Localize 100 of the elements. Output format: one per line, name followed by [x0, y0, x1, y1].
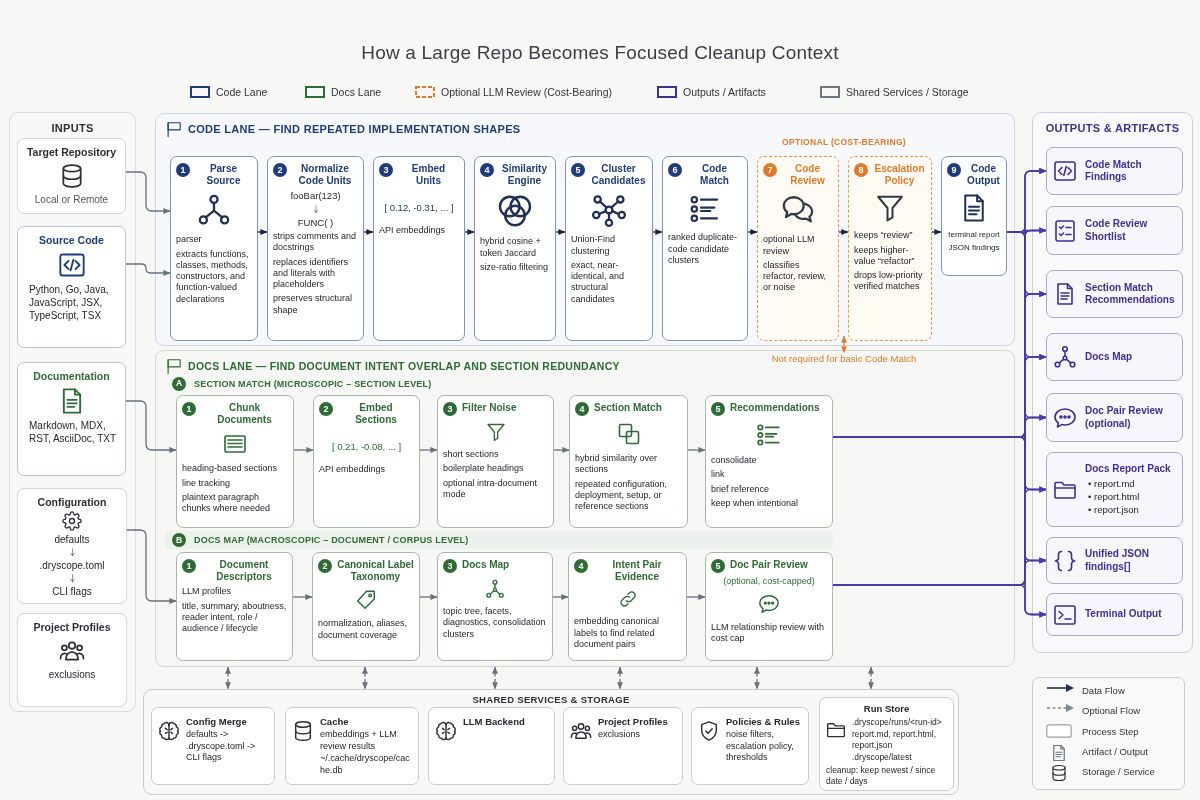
step-description: parser: [176, 234, 202, 246]
step-description: normalization, aliases, document coverage: [318, 618, 409, 641]
step-description: size-ratio filtering: [480, 261, 549, 274]
panel-heading: SHARED SERVICES & STORAGE: [472, 694, 630, 706]
inputs-panel: [9, 112, 136, 712]
input-title: Source Code: [39, 234, 104, 248]
step-title: Docs Map: [462, 559, 510, 572]
step-description: exact, near-identical, and structural candidates: [571, 259, 626, 305]
code-example: fooBar(123): [290, 190, 341, 202]
step-description: classifies refactor, review, or noise: [763, 259, 828, 294]
process-step-card: [474, 156, 556, 341]
step-description: short sections: [443, 449, 499, 461]
process-step-card: [565, 156, 653, 341]
step-description: optional LLM review: [763, 234, 816, 257]
step-title: Embed Units: [410, 163, 447, 188]
step-number: 5: [711, 559, 725, 573]
shared-services-panel: [143, 689, 959, 795]
step-description: hybrid cosine + token Jaccard: [480, 236, 542, 259]
output-card: [1046, 593, 1183, 636]
lane-heading: DOCS LANE — FIND DOCUMENT INTENT OVERLAP AND SECTION REDUNDANCY: [188, 360, 620, 373]
legend-label: Shared Services / Storage: [846, 86, 969, 98]
arrow: [747, 229, 758, 235]
arrow: [363, 229, 374, 235]
dashed-double-arrow: [362, 666, 368, 690]
dashed-double-arrow: [617, 666, 623, 690]
step-description: JSON findings: [948, 243, 1000, 254]
service-title: Cache: [320, 716, 350, 729]
optional-step-card: [848, 156, 932, 341]
arrow: [126, 529, 177, 604]
annotation-text: Not required for basic Code Match: [771, 353, 917, 365]
step-description: topic tree, facets, diagnostics, consolidation clusters: [443, 606, 547, 640]
arrow: [931, 229, 942, 235]
step-description: hybrid similarity over sections: [575, 453, 659, 476]
arrow: [687, 447, 706, 453]
legend-label: Code Lane: [216, 86, 268, 98]
file-name: • report.json: [1088, 503, 1140, 517]
step-description: LLM profiles: [182, 586, 232, 598]
service-card: [151, 707, 275, 785]
step-title: Normalize Code Units: [297, 163, 353, 188]
band-heading: DOCS MAP (MACROSCOPIC – DOCUMENT / CORPUS LEVEL): [194, 535, 469, 545]
step-description: terminal report: [948, 230, 1000, 241]
outputs-panel: [1032, 112, 1193, 653]
step-number: 6: [668, 163, 682, 177]
file-name: • report.md: [1088, 478, 1136, 491]
legend-label: Outputs / Artifacts: [683, 86, 766, 98]
output-card: [1046, 270, 1183, 318]
step-number: 3: [443, 559, 457, 573]
input-description: .dryscope.toml: [39, 559, 105, 573]
input-description: defaults: [54, 533, 90, 547]
group-letter: A: [172, 376, 186, 391]
input-description: exclusions: [48, 668, 96, 682]
output-title: Unified JSON findings[]: [1085, 548, 1150, 573]
service-description: .dryscope/latest: [852, 751, 913, 763]
step-description: extracts functions, classes, methods, constructors, and function-valued declarations: [176, 248, 250, 305]
band-heading: SECTION MATCH (MICROSCOPIC – SECTION LEVEL): [194, 378, 432, 389]
service-card: [285, 707, 419, 785]
arrow: [125, 171, 171, 214]
file-name: • report.html: [1088, 490, 1141, 504]
process-step-card: [312, 552, 420, 661]
diagram-title: How a Large Repo Becomes Focused Cleanup Context: [361, 42, 839, 64]
input-title: Configuration: [37, 496, 107, 510]
output-title: Code Match Findings: [1085, 158, 1143, 184]
step-number: 8: [854, 163, 868, 177]
output-card: [1046, 452, 1183, 527]
step-title: Code Review: [789, 163, 826, 188]
step-description: line tracking: [182, 477, 231, 489]
step-number: 2: [273, 163, 287, 177]
step-description: repeated configuration, deployment, setup, or reference sections: [575, 478, 669, 513]
step-description: link: [711, 469, 725, 481]
group-letter: B: [172, 533, 186, 547]
dashed-double-arrow: [492, 666, 498, 690]
step-title: Canonical Label Taxonomy: [337, 559, 414, 584]
arrow: [555, 229, 566, 235]
step-title: Document Descriptors: [215, 559, 273, 584]
lane-heading: CODE LANE — FIND REPEATED IMPLEMENTATION SHAPES: [188, 123, 521, 137]
step-number: 1: [182, 402, 196, 416]
service-title: Config Merge: [186, 716, 248, 729]
output-card: [1046, 206, 1183, 255]
step-title: Code Output: [966, 163, 1001, 188]
legend-label: Optional Flow: [1082, 705, 1141, 717]
input-description: Python, Go, Java, JavaScript, JSX, TypeScript, TSX: [29, 283, 110, 323]
step-description: title, summary, aboutness, reader intent, role / audience / lifecycle: [182, 600, 287, 635]
step-number: 1: [176, 163, 190, 177]
step-title: Similarity Engine: [501, 163, 548, 188]
legend-label: Storage / Service: [1082, 766, 1155, 778]
service-card: [563, 707, 683, 785]
optional-step-card: [757, 156, 839, 341]
legend-label: Artifact / Output: [1082, 746, 1148, 758]
input-title: Target Repository: [26, 146, 117, 160]
process-step-card: [568, 552, 687, 661]
step-description: strips comments and docstrings: [273, 231, 358, 254]
vector-example: [ 0.21, -0.08, ... ]: [331, 441, 402, 453]
step-number: 3: [443, 402, 457, 416]
step-title: Parse Source: [205, 163, 242, 188]
code-lane-panel: [155, 113, 1015, 346]
step-title: Intent Pair Evidence: [611, 559, 663, 584]
input-description: Local or Remote: [34, 193, 109, 207]
service-description: cleanup: keep newest / since date / days: [826, 764, 937, 787]
process-step-card: [176, 395, 294, 528]
process-step-card: [437, 552, 553, 661]
